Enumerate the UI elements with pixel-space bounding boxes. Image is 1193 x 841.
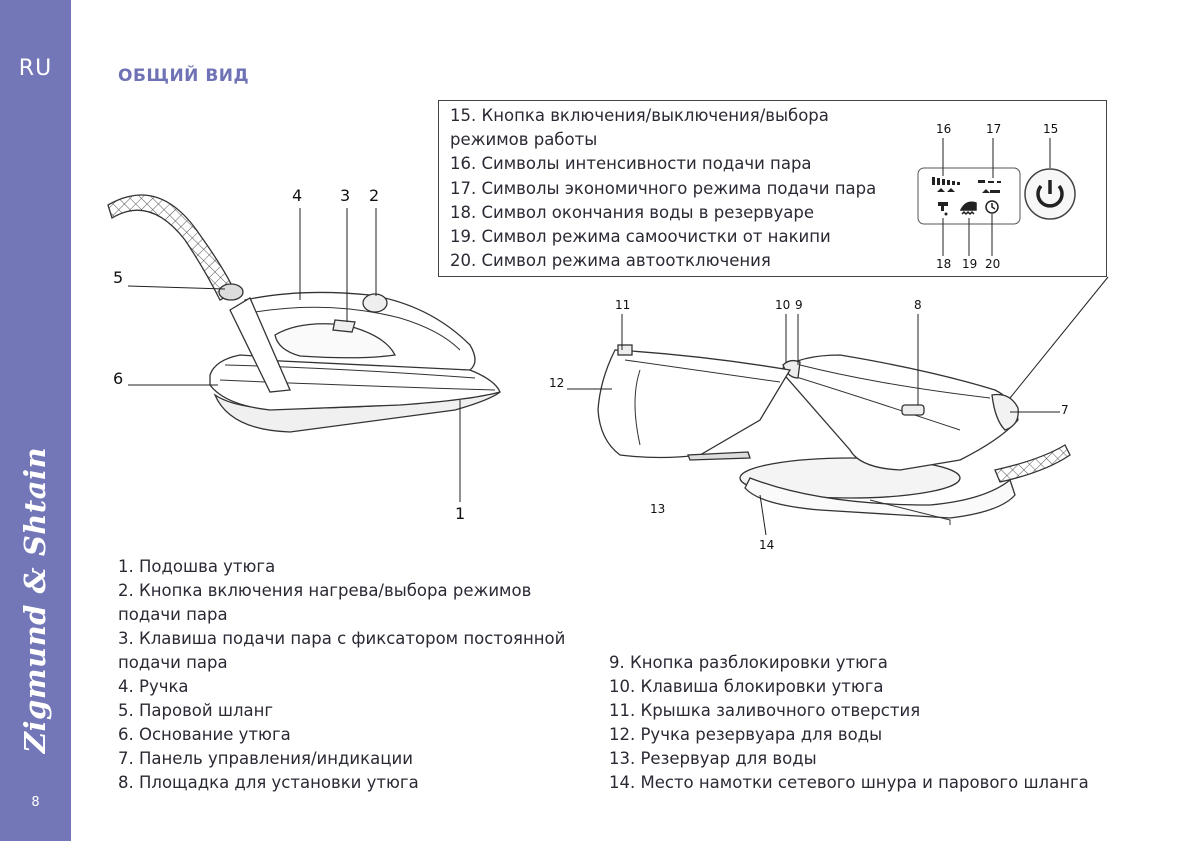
parts-list-right: 9. Кнопка разблокировки утюга 10. Клавиш… xyxy=(609,651,1179,795)
callout-8: 8 xyxy=(914,298,922,312)
list-item: 3. Клавиша подачи пара с фиксатором пост… xyxy=(118,629,566,672)
water-empty-icon xyxy=(938,202,948,216)
iron-callout-lines xyxy=(127,208,461,502)
callout-13: 13 xyxy=(650,502,666,516)
callout-5: 5 xyxy=(113,268,124,287)
callout-2: 2 xyxy=(369,186,380,205)
control-panel-face xyxy=(917,167,1021,225)
list-item: 12. Ручка резервуара для воды xyxy=(609,725,883,744)
callout-17: 17 xyxy=(986,122,1002,136)
parts-list-left: 1. Подошва утюга 2. Кнопка включения наг… xyxy=(118,555,588,795)
control-panel-legend: 15. Кнопка включения/выключения/выбора р… xyxy=(450,104,900,273)
language-label: RU xyxy=(18,56,53,81)
control-panel-legend-box xyxy=(438,100,1107,277)
list-item: 11. Крышка заливочного отверстия xyxy=(609,701,921,720)
station-callout-lines xyxy=(567,276,1109,536)
callout-4: 4 xyxy=(292,186,303,205)
callout-12: 12 xyxy=(549,376,565,390)
list-item: 7. Панель управления/индикации xyxy=(118,749,413,768)
callout-7: 7 xyxy=(1061,403,1069,417)
hose-connector-icon xyxy=(218,283,244,301)
list-item: 1. Подошва утюга xyxy=(118,557,276,576)
list-item: 4. Ручка xyxy=(118,677,189,696)
legend-item: 18. Символ окончания воды в резервуаре xyxy=(450,202,814,222)
callout-16: 16 xyxy=(936,122,952,136)
callout-15: 15 xyxy=(1043,122,1059,136)
callout-20: 20 xyxy=(985,257,1001,271)
heat-button-icon xyxy=(362,293,388,313)
legend-item: 15. Кнопка включения/выключения/выбора р… xyxy=(450,106,829,150)
callout-1: 1 xyxy=(455,504,466,523)
page-title: ОБЩИЙ ВИД xyxy=(118,66,250,86)
callout-10: 10 xyxy=(775,298,791,312)
list-item: 5. Паровой шланг xyxy=(118,701,274,720)
list-item: 6. Основание утюга xyxy=(118,725,291,744)
page-number: 8 xyxy=(31,795,40,810)
legend-item: 20. Символ режима автоотключения xyxy=(450,251,771,271)
eco-steam-icon xyxy=(978,180,1001,193)
list-item: 2. Кнопка включения нагрева/выбора режим… xyxy=(118,581,532,624)
list-item: 14. Место намотки сетевого шнура и паров… xyxy=(609,773,1089,792)
list-item: 10. Клавиша блокировки утюга xyxy=(609,677,884,696)
legend-item: 16. Символы интенсивности подачи пара xyxy=(450,154,812,174)
steam-hose-icon xyxy=(107,194,236,301)
callout-3: 3 xyxy=(340,186,351,205)
control-panel-diagram xyxy=(917,138,1076,256)
iron-drawing xyxy=(107,194,501,433)
callout-18: 18 xyxy=(936,257,952,271)
station-drawing xyxy=(597,344,1071,525)
auto-off-icon xyxy=(985,200,999,214)
sidebar: RU Zigmund & Shtain 8 xyxy=(0,0,71,841)
list-item: 13. Резервуар для воды xyxy=(609,749,817,768)
steam-intensity-icon xyxy=(932,177,960,192)
list-item: 9. Кнопка разблокировки утюга xyxy=(609,653,888,672)
callout-11: 11 xyxy=(615,298,631,312)
list-item: 8. Площадка для установки утюга xyxy=(118,773,419,792)
legend-item: 17. Символы экономичного режима подачи п… xyxy=(450,178,877,198)
self-clean-icon xyxy=(959,201,977,216)
callout-9: 9 xyxy=(795,298,803,312)
callout-6: 6 xyxy=(113,369,124,388)
legend-item: 19. Символ режима самоочистки от накипи xyxy=(450,227,831,247)
callout-19: 19 xyxy=(962,257,978,271)
callout-14: 14 xyxy=(759,538,775,552)
